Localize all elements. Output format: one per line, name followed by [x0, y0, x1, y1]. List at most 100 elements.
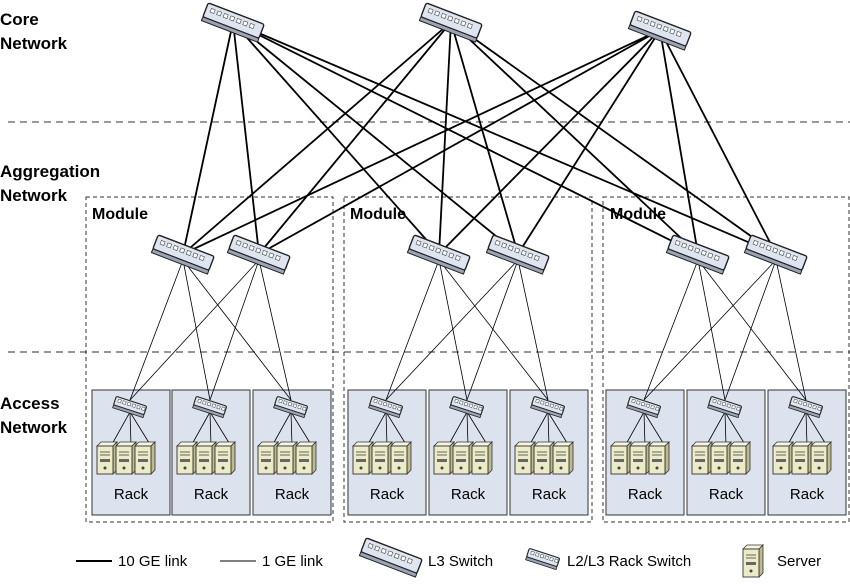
rack-label-2-3: Rack [531, 486, 567, 503]
link-10ge [182, 21, 234, 255]
link-1ge [209, 259, 260, 401]
link-server [724, 411, 727, 447]
link-10ge [517, 29, 661, 255]
link-server [805, 411, 808, 447]
link-10ge [659, 29, 777, 255]
link-10ge [450, 21, 777, 255]
link-server [805, 411, 828, 447]
rack-switch-icon-1 [112, 396, 147, 419]
link-1ge [775, 259, 807, 401]
link-server [129, 411, 152, 447]
link-1ge [129, 259, 184, 401]
server-icon-3-2-3 [729, 441, 751, 475]
legend-rack-switch-label: L2/L3 Rack Switch [567, 553, 692, 570]
core-network-label: Core Network [0, 8, 67, 56]
link-1ge [643, 259, 777, 401]
link-10ge [438, 29, 661, 255]
link-10ge [232, 21, 519, 255]
server-icon-2-1-2 [371, 441, 393, 475]
server-icon-3-2-1 [691, 441, 713, 475]
link-10ge [258, 21, 452, 255]
link-server [624, 411, 645, 447]
link-1ge [129, 259, 260, 401]
server-icon-3-3-2 [791, 441, 813, 475]
link-1ge [517, 259, 549, 401]
rack-label-1-1: Rack [113, 486, 149, 503]
link-server [209, 411, 212, 447]
rack-switch-icon-4 [368, 396, 403, 419]
link-server [385, 411, 388, 447]
link-1ge [182, 259, 292, 401]
rack-label-3-1: Rack [627, 486, 663, 503]
server-icon-1-3-2 [276, 441, 298, 475]
link-1ge [724, 259, 777, 401]
legend-l3-switch-icon [358, 537, 423, 578]
link-1ge [438, 259, 549, 401]
aggregation-switch-icon-2 [226, 234, 291, 275]
legend-1ge-link-label: 1 GE link [262, 553, 323, 570]
link-10ge [182, 21, 452, 255]
aggregation-switch-icon-3 [406, 234, 471, 275]
access-network-label: Access Network [0, 392, 67, 440]
legend-rack-switch-icon [525, 548, 560, 571]
rack-switch-icon-9 [788, 396, 823, 419]
server-icon-2-3-2 [533, 441, 555, 475]
link-server [705, 411, 726, 447]
link-1ge [385, 259, 440, 401]
module-label-2: Module [350, 206, 406, 223]
rack-switch-icon-8 [707, 396, 742, 419]
rack-switch-icon-3 [273, 396, 308, 419]
server-icon-3-2-2 [710, 441, 732, 475]
module-label-3: Module [610, 206, 666, 223]
link-10ge [182, 29, 661, 255]
server-icon-3-1-3 [648, 441, 670, 475]
rack-label-3-3: Rack [789, 486, 825, 503]
aggregation-label-line1: Aggregation [0, 162, 101, 181]
aggregation-network-label: Aggregation Network [0, 160, 100, 208]
module-box-1 [85, 196, 334, 523]
server-icon-2-1-1 [352, 441, 374, 475]
legend-server-label: Server [777, 553, 822, 570]
link-server [447, 411, 468, 447]
link-10ge [659, 29, 699, 255]
link-1ge [697, 259, 726, 401]
link-server [724, 411, 747, 447]
legend-l3-switch-label: L3 Switch [428, 553, 494, 570]
aggregation-switch-icon-1 [150, 234, 215, 275]
link-server [290, 411, 313, 447]
server-icon-1-3-3 [295, 441, 317, 475]
link-server [643, 411, 646, 447]
legend-server-icon [742, 544, 764, 578]
server-icon-3-1-1 [610, 441, 632, 475]
server-icon-1-1-2 [115, 441, 137, 475]
link-server [290, 411, 293, 447]
rack-switch-icon-6 [530, 396, 565, 419]
link-10ge [450, 21, 699, 255]
legend-10ge-link-label: 10 GE link [118, 553, 188, 570]
rack-label-2-2: Rack [450, 486, 486, 503]
link-1ge [385, 259, 519, 401]
rack-label-2-1: Rack [369, 486, 405, 503]
link-1ge [466, 259, 519, 401]
link-server [110, 411, 131, 447]
link-1ge [438, 259, 468, 401]
link-server [366, 411, 387, 447]
server-icon-1-2-3 [214, 441, 236, 475]
module-label-1: Module [92, 206, 148, 223]
core-switch-icon-3 [627, 10, 692, 51]
link-10ge [450, 21, 519, 255]
aggregation-label-line2: Network [0, 186, 68, 205]
server-icon-1-1-1 [96, 441, 118, 475]
link-server [466, 411, 489, 447]
link-server [547, 411, 550, 447]
link-10ge [232, 21, 777, 255]
server-icon-3-3-1 [772, 441, 794, 475]
aggregation-switch-icon-5 [665, 234, 730, 275]
server-icon-2-2-3 [471, 441, 493, 475]
access-label-line1: Access [0, 394, 60, 413]
link-server [643, 411, 666, 447]
link-1ge [643, 259, 699, 401]
link-server [271, 411, 292, 447]
link-1ge [182, 259, 211, 401]
